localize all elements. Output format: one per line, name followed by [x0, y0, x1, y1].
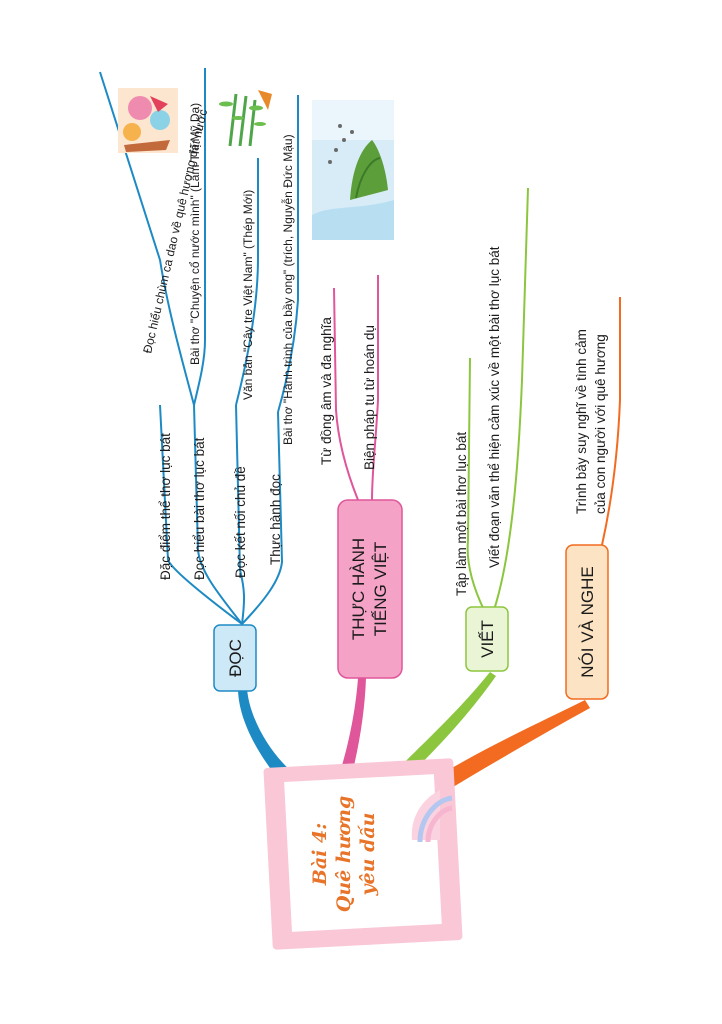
center-card: Bài 4: Quê hương yêu dấu: [263, 758, 463, 950]
center-title-line3: yêu dấu: [357, 813, 379, 897]
doc-item-4-sub: Bài thơ "Hành trình của bầy ong" (trích,…: [280, 134, 295, 445]
doc-item-4: Thực hành đọc: [268, 474, 283, 565]
doc-item-3-sub: Văn bản "Cây tre Việt Nam" (Thép Mới): [241, 190, 255, 400]
folk-painting-icon: [118, 88, 178, 153]
hub-thuc-hanh-line2: TIẾNG VIỆT: [371, 542, 390, 636]
connector-viet: [392, 672, 496, 780]
center-title-line1: Bài 4:: [309, 823, 331, 886]
thuc-hanh-item-2: Biện pháp tu từ hoán dụ: [362, 325, 377, 470]
bamboo-icon: [216, 88, 272, 148]
doc-branch-lines: [99, 68, 299, 625]
noi-va-nghe-item-line1: Trình bày suy nghĩ về tình cảm: [574, 329, 589, 514]
hub-doc[interactable]: ĐỌC: [213, 624, 257, 692]
hub-noi-va-nghe[interactable]: NÓI VÀ NGHE: [565, 544, 609, 700]
hub-viet-label: VIẾT: [478, 620, 497, 658]
connector-thuc-hanh: [340, 678, 366, 774]
noi-va-nghe-item-line2: của con người với quê hương: [593, 334, 608, 514]
doc-item-3: Đọc kết nối chủ đề: [233, 466, 248, 578]
hub-thuc-hanh-line1: THỰC HÀNH: [349, 538, 368, 640]
connector-noi-va-nghe: [440, 700, 590, 790]
hub-noi-va-nghe-label: NÓI VÀ NGHE: [578, 566, 597, 677]
noi-va-nghe-branch-line: [601, 297, 621, 546]
viet-branch-lines: [466, 187, 529, 611]
center-title-line2: Quê hương: [333, 796, 355, 912]
hub-thuc-hanh-tieng-viet[interactable]: THỰC HÀNH TIẾNG VIỆT: [337, 499, 403, 679]
hub-viet[interactable]: VIẾT: [465, 606, 509, 672]
viet-item-2: Viết đoạn văn thể hiện cảm xúc về một bà…: [487, 246, 502, 568]
bee-island-icon: [312, 100, 394, 240]
hub-doc-label: ĐỌC: [226, 639, 245, 677]
doc-item-1: Đặc điểm thể thơ lục bát: [158, 433, 173, 580]
thuc-hanh-branch-lines: [333, 275, 379, 501]
doc-item-2: Đọc hiểu bài thơ lục bát: [192, 437, 207, 580]
thuc-hanh-item-1: Từ đồng âm và đa nghĩa: [319, 317, 334, 465]
connector-doc: [238, 688, 290, 783]
viet-item-1: Tập làm một bài thơ lục bát: [454, 432, 469, 596]
doc-item-2-sub-2: Bài thơ "Chuyện cổ nước mình" (Lâm Thị M…: [188, 103, 202, 365]
